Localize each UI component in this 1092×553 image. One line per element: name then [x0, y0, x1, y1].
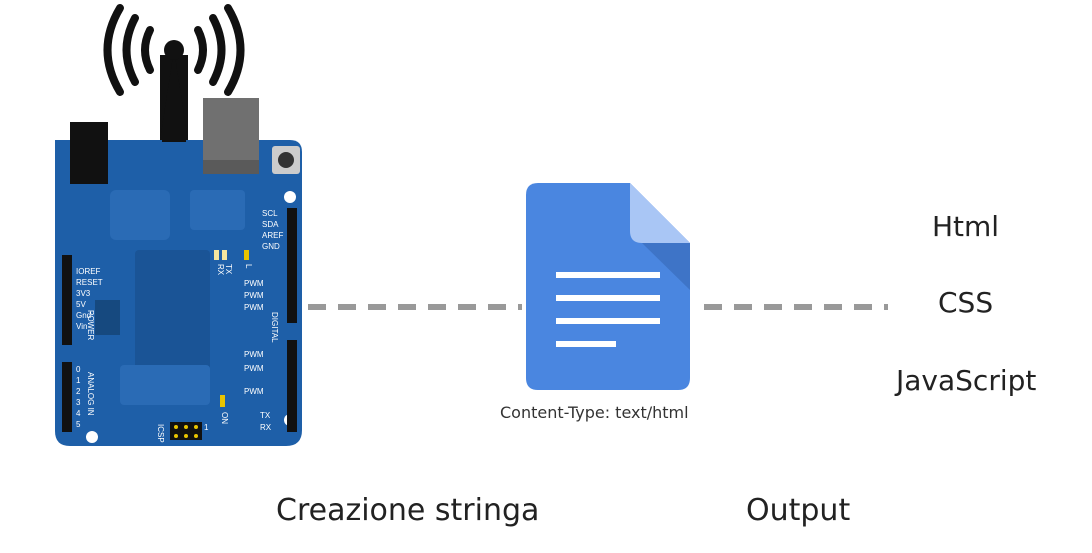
- board-icsp-one: 1: [204, 423, 209, 432]
- board-pin-label: SDA: [262, 220, 279, 229]
- board-analog-pin: 3: [76, 398, 81, 407]
- board-pwm-label: PWM: [244, 364, 264, 373]
- board-power-label: POWER: [86, 310, 95, 340]
- board-analog-label: ANALOG IN: [86, 372, 95, 416]
- board-pin-label: RESET: [76, 278, 103, 287]
- board-pin-label: 5V: [76, 300, 86, 309]
- board-pwm-label: PWM: [244, 291, 264, 300]
- board-tx-led-label: TX: [224, 264, 233, 275]
- board-analog-pin: 4: [76, 409, 81, 418]
- board-pin-label: SCL: [262, 209, 278, 218]
- wifi-antenna-icon: [103, 4, 245, 140]
- output-css-label: CSS: [938, 286, 994, 319]
- board-pin-label: AREF: [262, 231, 283, 240]
- board-pwm-label: PWM: [244, 350, 264, 359]
- board-icsp-label: ICSP: [156, 424, 165, 443]
- caption-output: Output: [746, 493, 851, 528]
- board-l-led-label: L: [244, 264, 253, 269]
- board-analog-pin: 5: [76, 420, 81, 429]
- board-digital-label: DIGITAL: [270, 312, 279, 343]
- board-rx-led-label: RX: [216, 264, 225, 276]
- board-analog-pin: 0: [76, 365, 81, 374]
- board-analog-pin: 2: [76, 387, 81, 396]
- output-javascript-label: JavaScript: [896, 364, 1037, 397]
- board-rx-pin-label: RX: [260, 423, 272, 432]
- board-analog-pin: 1: [76, 376, 81, 385]
- board-pwm-label: PWM: [244, 279, 264, 288]
- caption-creazione-stringa: Creazione stringa: [276, 493, 540, 528]
- output-html-label: Html: [932, 210, 1000, 243]
- board-pin-label: 3V3: [76, 289, 91, 298]
- document-caption: Content-Type: text/html: [500, 403, 689, 422]
- board-on-label: ON: [220, 412, 229, 424]
- board-pwm-label: PWM: [244, 387, 264, 396]
- board-pwm-label: PWM: [244, 303, 264, 312]
- board-pin-label: GND: [262, 242, 280, 251]
- board-pin-label: Vin: [76, 322, 87, 331]
- document-icon: [526, 183, 690, 390]
- board-tx-pin-label: TX: [260, 411, 271, 420]
- board-pin-label: IOREF: [76, 267, 101, 276]
- board-pin-label: Gnd: [76, 311, 91, 320]
